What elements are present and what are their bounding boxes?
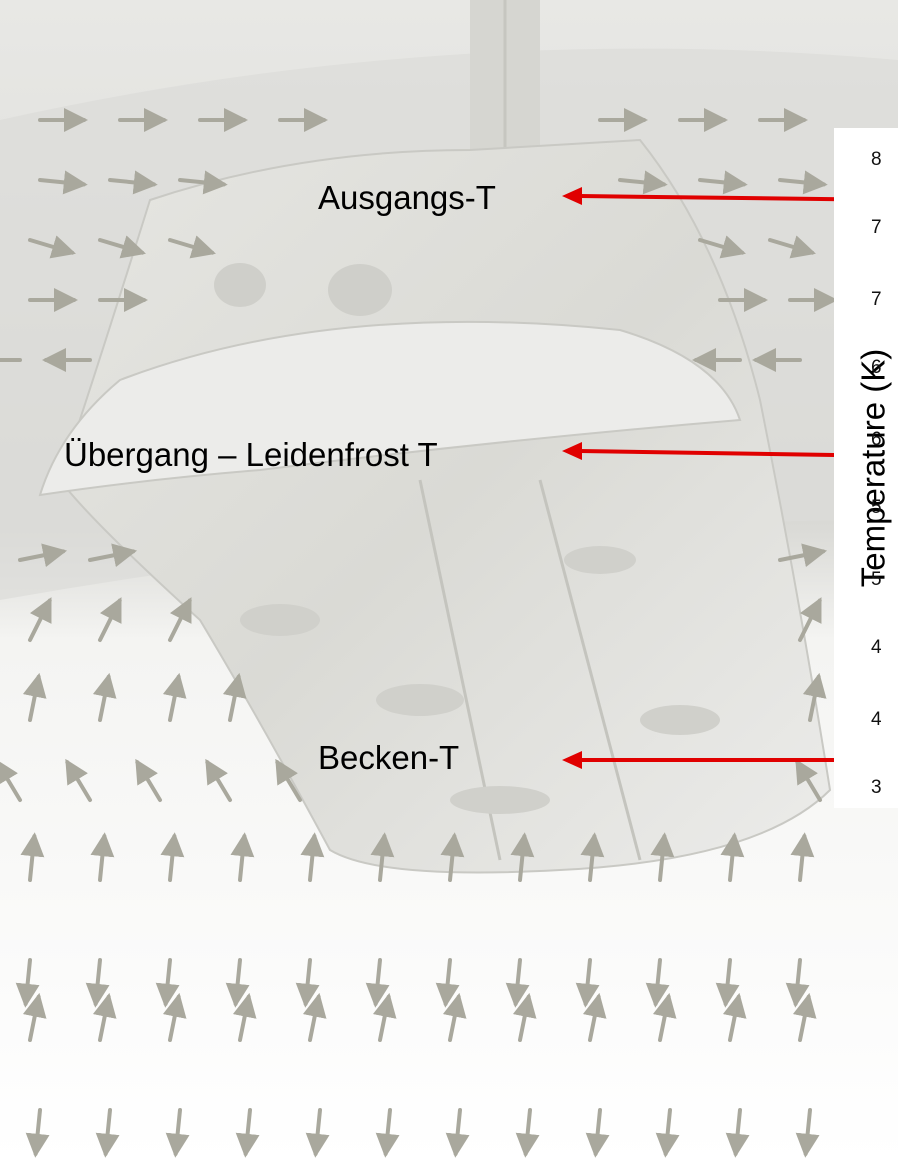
colorbar-tick-label: 5 bbox=[871, 570, 882, 589]
colorbar-tick-label: 4 bbox=[871, 638, 882, 657]
bubble-blob bbox=[564, 546, 636, 574]
colorbar-tick-label: 5 bbox=[871, 498, 882, 517]
colorbar-tick-label: 3 bbox=[871, 778, 882, 797]
vapor-cavity bbox=[328, 264, 392, 316]
vapor-cavity bbox=[214, 263, 266, 307]
colorbar-tick-label: 6 bbox=[871, 358, 882, 377]
colorbar-tick-label: 4 bbox=[871, 710, 882, 729]
colorbar-axis-title: Temperature (K) bbox=[857, 349, 890, 587]
colorbar-tick-label: 7 bbox=[871, 218, 882, 237]
annotation-outlet-label: Ausgangs-T bbox=[318, 181, 496, 214]
colorbar-tick-label: 7 bbox=[871, 290, 882, 309]
colorbar-tick-label: 6 bbox=[871, 430, 882, 449]
annotation-transition-label: Übergang – Leidenfrost T bbox=[64, 438, 438, 471]
bubble-blob bbox=[450, 786, 550, 814]
bubble-blob bbox=[376, 684, 464, 716]
annotation-pool-label: Becken-T bbox=[318, 741, 459, 774]
bubble-blob bbox=[240, 604, 320, 636]
colorbar-tick-label: 8 bbox=[871, 150, 882, 169]
bubble-blob bbox=[640, 705, 720, 735]
